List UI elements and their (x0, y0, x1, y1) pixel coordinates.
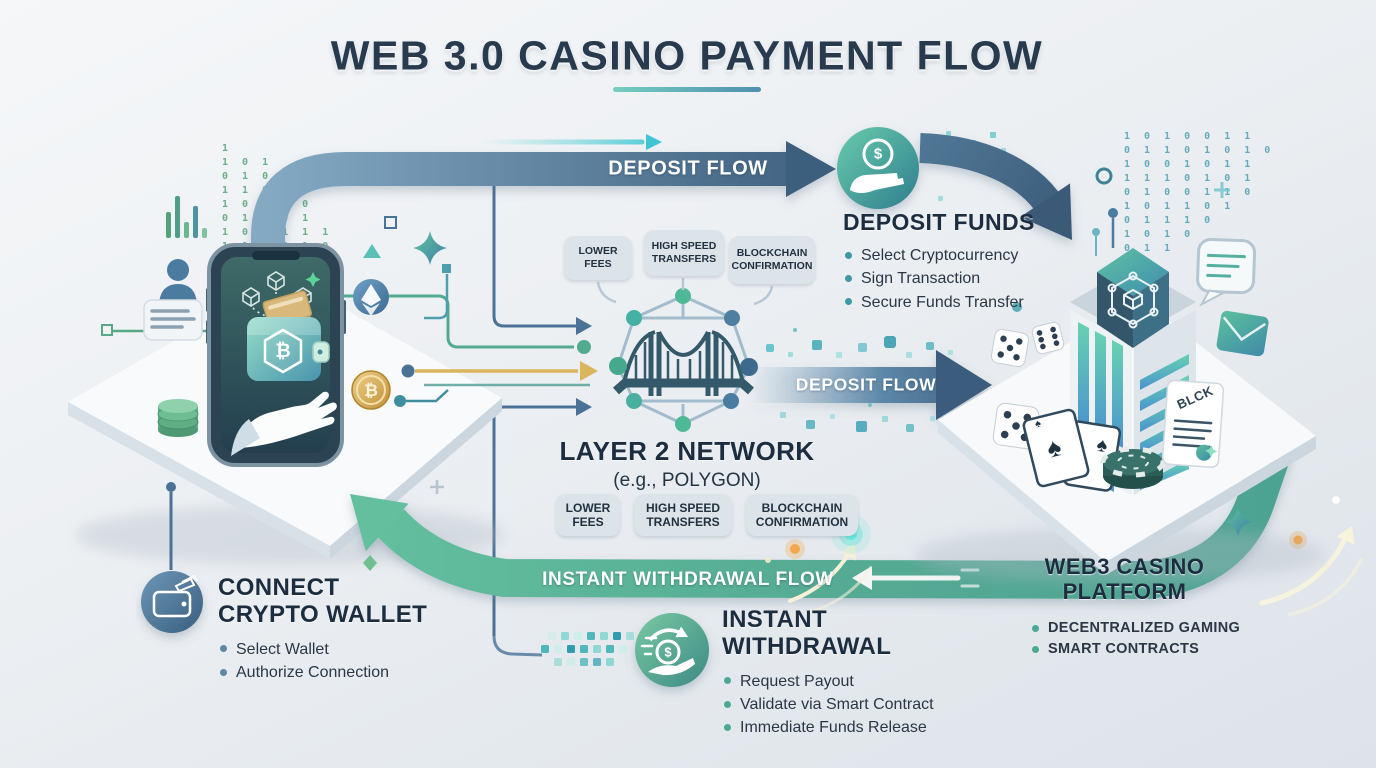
badge-line: FEES (584, 258, 612, 270)
connect-wallet-section: CONNECT CRYPTO WALLET Select Wallet Auth… (218, 574, 478, 684)
connector-yellow (401, 361, 598, 381)
bars-decoration (166, 196, 207, 238)
list-icon (143, 299, 203, 341)
deposit-flow-mid-arrow (752, 350, 992, 420)
layer2-section: LAYER 2 NETWORK (e.g., POLYGON) (527, 436, 847, 492)
deposit-funds-icon (837, 127, 919, 209)
deposit-flow-top-arrow (251, 141, 836, 340)
badge-line: HIGH SPEED (651, 240, 717, 253)
document-icon (1161, 379, 1225, 468)
withdrawal-bullet: Validate via Smart Contract (722, 693, 992, 716)
btc-glyph: ₿ (364, 381, 378, 400)
badge-line: LOWER (578, 245, 618, 258)
deposit-funds-title: DEPOSIT FUNDS (843, 209, 1035, 235)
withdrawal-bullet: Request Payout (722, 670, 992, 693)
layer2-title: LAYER 2 NETWORK (559, 436, 815, 466)
pixel-grid-decoration (541, 632, 634, 666)
badge-line: TRANSFERS (651, 253, 717, 265)
badge-line: FEES (572, 515, 604, 529)
user-icon (159, 259, 197, 303)
casino-title-2: PLATFORM (1062, 579, 1187, 605)
connect-wallet-title-2: CRYPTO WALLET (218, 601, 428, 629)
ethereum-coin-icon (353, 279, 389, 316)
envelope-icon (1216, 310, 1269, 357)
deposit-bullet: Secure Funds Transfer (843, 291, 1123, 314)
page-title: WEB 3.0 CASINO PAYMENT FLOW (330, 32, 1044, 79)
casino-title-1: WEB3 CASINO (1044, 554, 1205, 579)
wallet-bullet: Select Wallet (218, 638, 478, 661)
badge-line: CONFIRMATION (731, 260, 813, 272)
bridge-icon (613, 330, 754, 396)
poker-chip-icon (1100, 446, 1166, 489)
teal-accent-arrow (477, 134, 662, 150)
badge-line: CONFIRMATION (755, 515, 849, 529)
casino-platform-group (915, 248, 1325, 583)
dollar-glyph: $ (664, 644, 672, 660)
square-decoration (384, 216, 397, 229)
badge-line: LOWER (565, 500, 611, 515)
casino-platform-section: WEB3 CASINO PLATFORM DECENTRALIZED GAMIN… (1002, 554, 1247, 660)
deposit-flow-top-label: DEPOSIT FLOW (608, 157, 768, 180)
crypto-wallet-phone (206, 243, 346, 467)
connect-wallet-title-1: CONNECT (218, 574, 340, 601)
layer2-subtitle: (e.g., POLYGON) (613, 469, 761, 491)
pin-decorations (1012, 167, 1252, 536)
badge-line: BLOCKCHAIN (761, 500, 843, 515)
casino-bullet: DECENTRALIZED GAMING (1030, 618, 1247, 639)
circuit-traces-left (101, 264, 591, 407)
connect-wallet-icon (141, 482, 203, 633)
badge-line: BLOCKCHAIN (736, 247, 808, 260)
deposit-bullet: Sign Transaction (843, 267, 1123, 290)
triangle-decoration (363, 244, 381, 258)
bitcoin-coin-icon (351, 370, 391, 410)
badge-line: TRANSFERS (646, 515, 720, 529)
dollar-glyph: $ (873, 145, 883, 163)
casino-bullet: SMART CONTRACTS (1030, 639, 1247, 660)
green-diamond (363, 555, 377, 571)
badge-connectors (596, 278, 774, 306)
withdrawal-bullet: Immediate Funds Release (722, 716, 992, 739)
badge-line: HIGH SPEED (645, 500, 720, 515)
coin-stack-icon (157, 399, 199, 437)
binary-pattern-right: 1 0 1 0 0 1 1 0 1 1 0 1 0 1 0 1 0 0 1 0 … (1124, 131, 1275, 268)
deposit-flow-mid-label: DEPOSIT FLOW (795, 374, 937, 395)
withdrawal-title-2: WITHDRAWAL (722, 633, 892, 661)
withdrawal-title-1: INSTANT (722, 606, 828, 633)
wallet-bullet: Authorize Connection (218, 661, 478, 684)
arrowhead (576, 398, 592, 416)
blockchain-cube-icon (1097, 248, 1169, 348)
deposit-bullet: Select Cryptocurrency (843, 244, 1123, 267)
deposit-funds-section: DEPOSIT FUNDS Select Cryptocurrency Sign… (843, 209, 1123, 314)
withdrawal-flow-label: INSTANT WITHDRAWAL FLOW (542, 569, 834, 590)
deposit-curve-arrow (919, 133, 1072, 240)
btc-glyph: ₿ (275, 341, 291, 362)
plus-decoration (430, 480, 444, 494)
layer2-network-nodes (609, 288, 758, 432)
instant-withdrawal-section: INSTANT WITHDRAWAL Request Payout Valida… (722, 606, 992, 739)
chat-bubble-icon (1196, 237, 1257, 307)
sparkle-diamond (413, 231, 447, 265)
instant-withdrawal-icon (635, 613, 709, 687)
arrowhead (576, 317, 592, 335)
title-underline (613, 87, 761, 92)
